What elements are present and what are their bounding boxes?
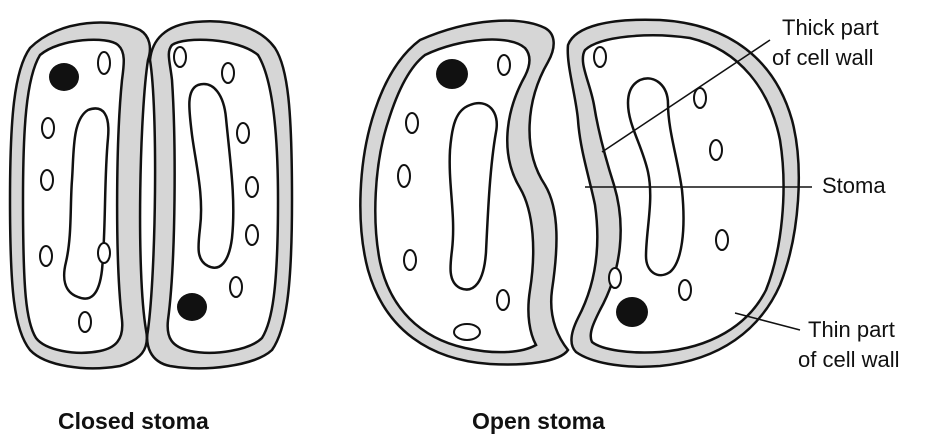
chloroplast [42,118,54,138]
nucleus [177,293,207,321]
chloroplast [398,165,410,187]
nucleus [49,63,79,91]
chloroplast [174,47,186,67]
thin-wall-label-line1: Thin part [808,318,895,342]
chloroplast [679,280,691,300]
chloroplast [594,47,606,67]
nucleus [616,297,648,327]
chloroplast [454,324,480,340]
thick-wall-label-line2: of cell wall [772,46,873,70]
open-stoma-caption: Open stoma [472,408,605,435]
chloroplast [230,277,242,297]
open-right-guard-cell [568,20,799,367]
chloroplast [694,88,706,108]
closed-left-guard-cell [10,23,150,369]
chloroplast [498,55,510,75]
thick-wall-label-line1: Thick part [782,16,879,40]
chloroplast [98,243,110,263]
chloroplast [246,177,258,197]
chloroplast [246,225,258,245]
chloroplast [79,312,91,332]
chloroplast [404,250,416,270]
open-left-guard-cell [360,21,568,365]
chloroplast [41,170,53,190]
stoma-label: Stoma [822,174,886,198]
chloroplast [710,140,722,160]
closed-right-guard-cell [147,21,292,368]
chloroplast [406,113,418,133]
closed-stoma-caption: Closed stoma [58,408,209,435]
chloroplast [222,63,234,83]
thin-wall-label-line2: of cell wall [798,348,899,372]
chloroplast [40,246,52,266]
closed-stoma [10,21,292,368]
chloroplast [497,290,509,310]
nucleus [436,59,468,89]
chloroplast [237,123,249,143]
chloroplast [716,230,728,250]
open-stoma [360,20,798,367]
chloroplast [98,52,110,74]
chloroplast [609,268,621,288]
